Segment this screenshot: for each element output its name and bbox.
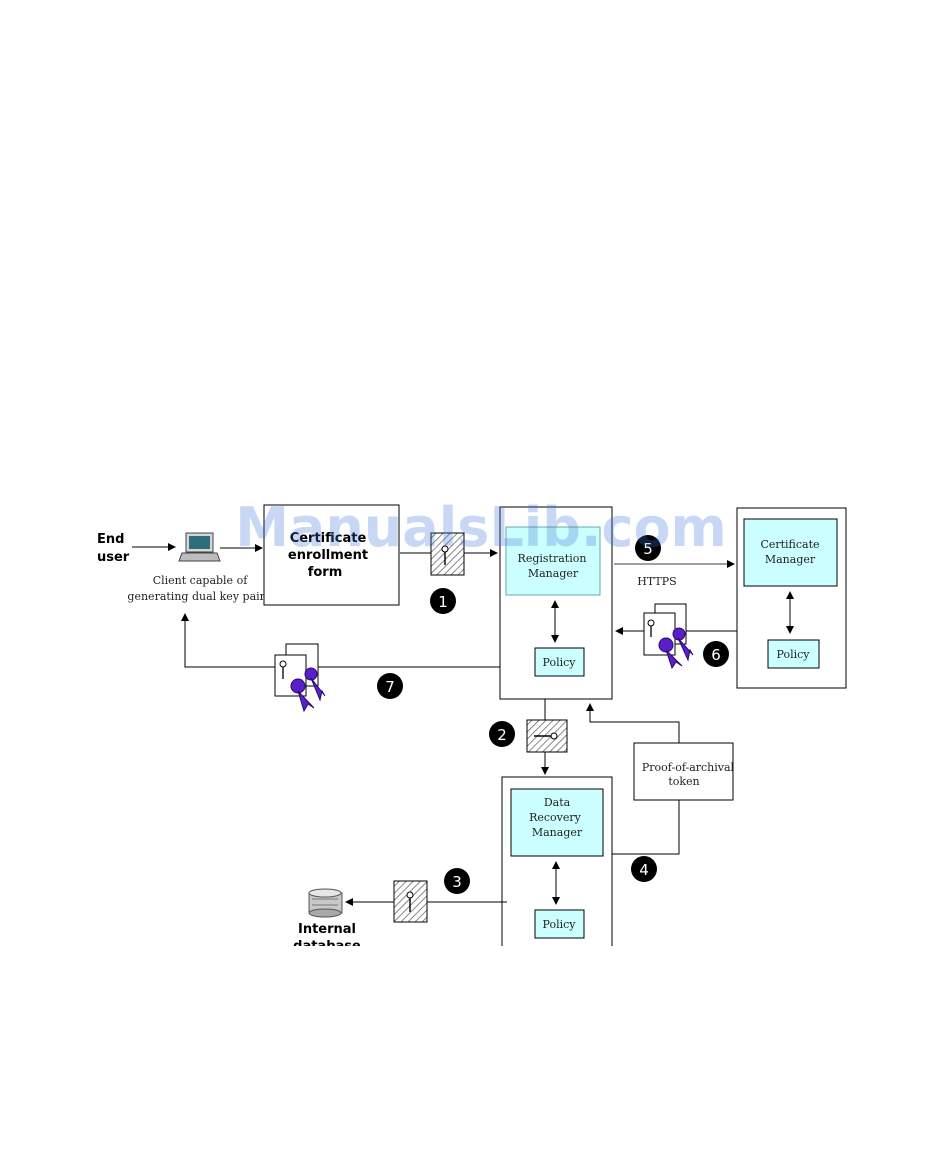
client-label-1: Client capable of (153, 574, 248, 587)
certificate-icon (644, 604, 693, 668)
step-4-number: 4 (639, 861, 649, 879)
internal-db-label-1: Internal (298, 922, 356, 937)
key-icon (527, 720, 567, 752)
database-icon (309, 889, 342, 917)
proof-token-label-1: Proof-of-archival (642, 761, 735, 774)
registration-manager-label-2: Manager (528, 567, 579, 580)
certificate-manager-label-2: Manager (765, 553, 816, 566)
cm-policy-label: Policy (777, 648, 811, 661)
https-label: HTTPS (637, 575, 676, 588)
client-label-2: generating dual key pairs (127, 590, 270, 603)
enrollment-form-label-3: form (308, 565, 343, 580)
certificate-icon (275, 644, 325, 711)
step-2-number: 2 (497, 726, 507, 744)
certificate-manager-label-1: Certificate (760, 538, 819, 551)
step-6-number: 6 (711, 646, 721, 664)
internal-db-label-2: database (293, 939, 361, 954)
end-user-label-2: user (97, 550, 130, 565)
step-1-number: 1 (438, 593, 448, 611)
step-7-number: 7 (385, 678, 395, 696)
watermark: ManualsLib.com (235, 496, 727, 559)
drm-label-1: Data (544, 796, 571, 809)
laptop-icon (179, 533, 220, 561)
drm-policy-label: Policy (543, 918, 577, 931)
step-3-number: 3 (452, 873, 462, 891)
drm-label-3: Manager (532, 826, 583, 839)
key-icon (394, 881, 427, 922)
end-user-label: End (97, 532, 124, 547)
ra-to-client-arrow (185, 614, 500, 667)
drm-label-2: Recovery (529, 811, 582, 824)
proof-token-label-2: token (668, 775, 699, 788)
ra-policy-label: Policy (543, 656, 577, 669)
